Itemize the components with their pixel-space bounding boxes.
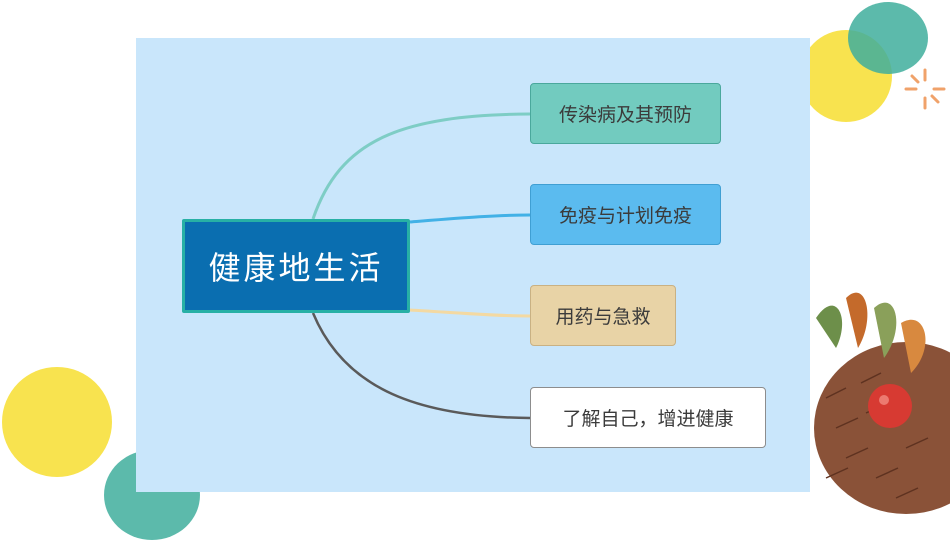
sparkle-decoration [904,68,946,110]
branch-node-know-yourself: 了解自己，增进健康 [530,387,766,448]
branch-label: 了解自己，增进健康 [562,408,734,430]
branch-label: 免疫与计划免疫 [558,205,692,227]
yellow-circle-bottom-left [2,367,112,477]
root-label: 健康地生活 [208,249,384,287]
link-to-branch-4 [311,312,531,420]
link-to-branch-2 [409,213,531,224]
link-to-branch-1 [311,112,531,220]
link-to-branch-3 [409,308,531,318]
teal-circle-top-right [848,2,928,74]
branch-node-immunity: 免疫与计划免疫 [530,184,721,245]
branch-label: 传染病及其预防 [558,104,692,126]
mindmap-root-node: 健康地生活 [182,219,410,313]
branch-node-infectious-disease: 传染病及其预防 [530,83,721,144]
branch-label: 用药与急救 [555,306,651,328]
hedgehog-illustration [814,292,950,514]
branch-node-medication-first-aid: 用药与急救 [530,285,676,346]
